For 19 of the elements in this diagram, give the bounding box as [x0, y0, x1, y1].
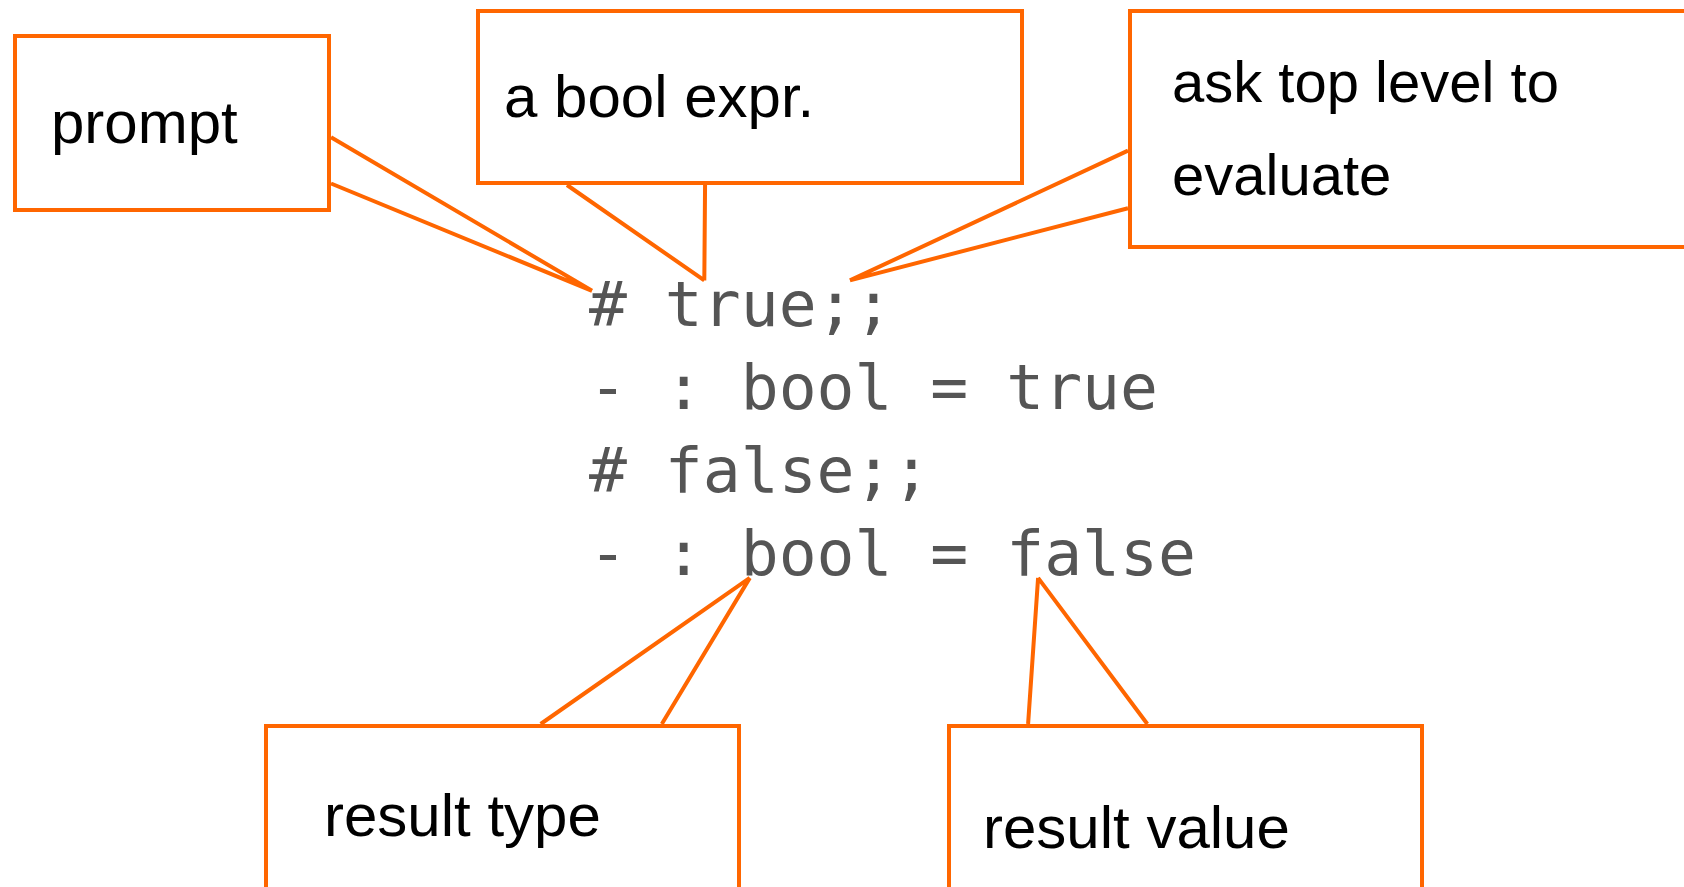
code-line: # true;; [589, 270, 893, 340]
callout-text: result value [983, 793, 1290, 863]
callout-pointer [847, 148, 1130, 283]
callout-text: prompt [51, 88, 238, 158]
code-line: - : bool = false [589, 519, 1196, 589]
callout-box [1128, 9, 1684, 249]
code-line: - : bool = true [589, 353, 1158, 423]
callout-pointer [538, 575, 752, 726]
callout-pointer [329, 135, 595, 293]
callout-text: a bool expr. [504, 62, 815, 132]
callout-box [264, 724, 741, 887]
callout-pointer [564, 183, 708, 283]
callout-box [947, 724, 1424, 887]
callout-text: ask top level to evaluate [1172, 48, 1560, 209]
callout-text: result type [324, 781, 601, 851]
callout-box [13, 34, 331, 212]
callout-box [476, 9, 1024, 185]
callout-pointer [1026, 575, 1150, 726]
code-line: # false;; [589, 436, 931, 506]
